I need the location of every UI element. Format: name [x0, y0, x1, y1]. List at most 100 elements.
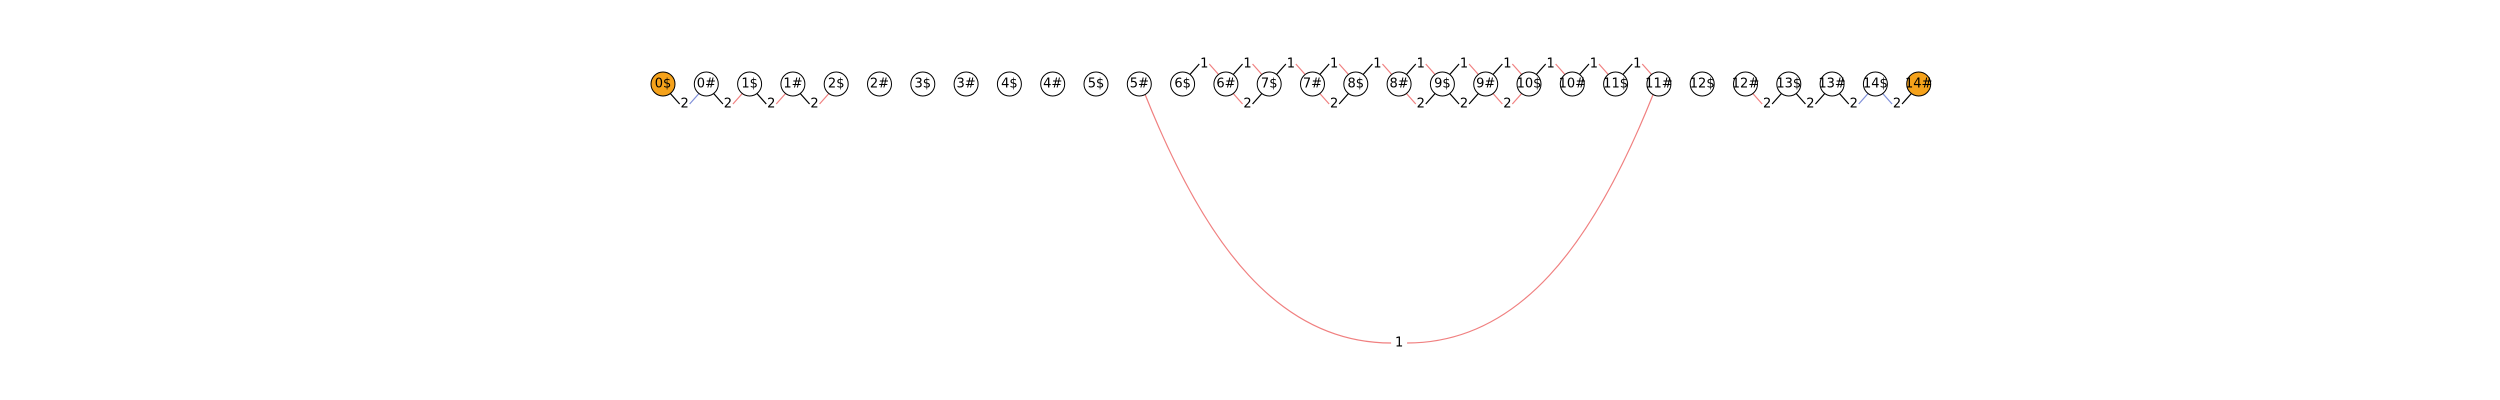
node-label: 5$	[1088, 77, 1105, 92]
edge-15-16-8: 1	[1318, 57, 1351, 77]
edge-label: 1	[1460, 57, 1468, 72]
node-label: 11#	[1645, 77, 1672, 92]
edge-label: 2	[1763, 97, 1771, 112]
edge-segment-in	[1468, 91, 1481, 105]
node-label: 14$	[1863, 77, 1888, 92]
edge-label: 2	[1850, 97, 1858, 112]
node-circle	[1386, 71, 1412, 97]
node-circle	[1256, 71, 1282, 97]
node-circle	[1559, 71, 1585, 97]
edge-label: 2	[1243, 97, 1251, 112]
node-1$: 1$	[737, 71, 763, 97]
edge-21-22-14: 1	[1577, 57, 1611, 77]
edge-label: 1	[1417, 57, 1425, 72]
edge-12-13-5: 1	[1188, 57, 1221, 77]
node-14#: 14#	[1905, 71, 1932, 97]
node-circle	[1733, 71, 1758, 97]
edge-segment-in	[1858, 91, 1870, 105]
edge-label: 2	[1417, 97, 1425, 112]
edge-segment-in	[1338, 63, 1351, 77]
node-circle	[1473, 71, 1499, 97]
node-7#: 7#	[1300, 71, 1325, 97]
node-circle	[1689, 71, 1715, 97]
edge-17-18-10: 1	[1404, 57, 1437, 77]
edge-label: 1	[1503, 57, 1511, 72]
node-4#: 4#	[1040, 71, 1066, 97]
edge-segment-out	[798, 91, 810, 105]
node-10$: 10$	[1516, 71, 1542, 97]
node-circle	[1819, 71, 1845, 97]
edge-segment-out	[1404, 63, 1417, 77]
node-6$: 6$	[1170, 71, 1196, 97]
edge-segment-out	[1188, 63, 1200, 77]
edge-label: 2	[724, 97, 732, 112]
edge-segment-in	[1208, 63, 1221, 77]
node-12$: 12$	[1689, 71, 1715, 97]
node-circle	[1170, 71, 1196, 97]
node-8$: 8$	[1343, 71, 1369, 97]
edge-label: 1	[1547, 57, 1555, 72]
edge-label: 2	[1806, 97, 1814, 112]
edge-18-19-11: 1	[1447, 57, 1481, 77]
edge-16-17-9: 1	[1361, 57, 1394, 77]
edge-segment-out	[1447, 63, 1460, 77]
node-label: 2$	[828, 77, 845, 92]
node-label: 4$	[1001, 77, 1018, 92]
node-circle	[1646, 71, 1672, 97]
edge-label: 2	[1330, 97, 1338, 112]
node-label: 7#	[1303, 77, 1322, 92]
edge-segment-in	[1771, 91, 1784, 105]
edge-13-14-16: 2	[1231, 91, 1264, 112]
edge-arc-right	[1407, 94, 1654, 344]
edge-segment-out	[1794, 91, 1806, 105]
edge-segment-out	[1447, 91, 1460, 105]
edge-segment-in	[1425, 91, 1437, 105]
edge-segment-in	[1511, 91, 1524, 105]
node-5#: 5#	[1126, 71, 1152, 97]
edge-19-20-12: 1	[1491, 57, 1524, 77]
edge-segment-out	[1621, 63, 1633, 77]
edge-segment-out	[1231, 63, 1243, 77]
edge-1-2-1: 2	[711, 91, 745, 112]
edge-13-14-6: 1	[1231, 57, 1264, 77]
edge-label: 2	[767, 97, 775, 112]
node-label: 7$	[1261, 77, 1278, 92]
terminal-node-circle	[650, 71, 676, 97]
node-circle	[693, 71, 719, 97]
edge-segment-in	[1641, 63, 1654, 77]
edge-segment-out	[1491, 63, 1503, 77]
edge-segment-in	[689, 91, 701, 105]
edge-label: 1	[1287, 57, 1295, 72]
node-circle	[1213, 71, 1239, 97]
edge-segment-in	[1338, 91, 1351, 105]
edge-label: 2	[1460, 97, 1468, 112]
edge-segment-in	[1382, 63, 1394, 77]
nodes-layer: 0$0#1$1#2$2#3$3#4$4#5$5#6$6#7$7#8$8#9$9#…	[650, 71, 1932, 97]
node-2#: 2#	[867, 71, 892, 97]
node-label: 8$	[1348, 77, 1365, 92]
node-label: 6$	[1174, 77, 1191, 92]
node-label: 12$	[1690, 77, 1715, 92]
node-label: 1$	[741, 77, 758, 92]
node-circle	[953, 71, 979, 97]
node-label: 0#	[697, 77, 716, 92]
node-circle	[737, 71, 763, 97]
edge-11-23-4: 1	[1144, 94, 1654, 351]
node-4$: 4$	[996, 71, 1022, 97]
node-0$: 0$	[650, 71, 676, 97]
edge-label: 1	[1590, 57, 1598, 72]
edge-18-19-19: 2	[1447, 91, 1481, 112]
node-14$: 14$	[1862, 71, 1888, 97]
node-circle	[1516, 71, 1542, 97]
edge-label: 2	[810, 97, 818, 112]
node-11$: 11$	[1603, 71, 1629, 97]
edge-label: 1	[1373, 57, 1381, 72]
node-3$: 3$	[910, 71, 936, 97]
node-3#: 3#	[953, 71, 979, 97]
edge-label: 1	[1395, 336, 1403, 351]
node-label: 11$	[1603, 77, 1628, 92]
edge-segment-in	[1555, 63, 1567, 77]
node-label: 1#	[783, 77, 802, 92]
node-circle	[1083, 71, 1109, 97]
